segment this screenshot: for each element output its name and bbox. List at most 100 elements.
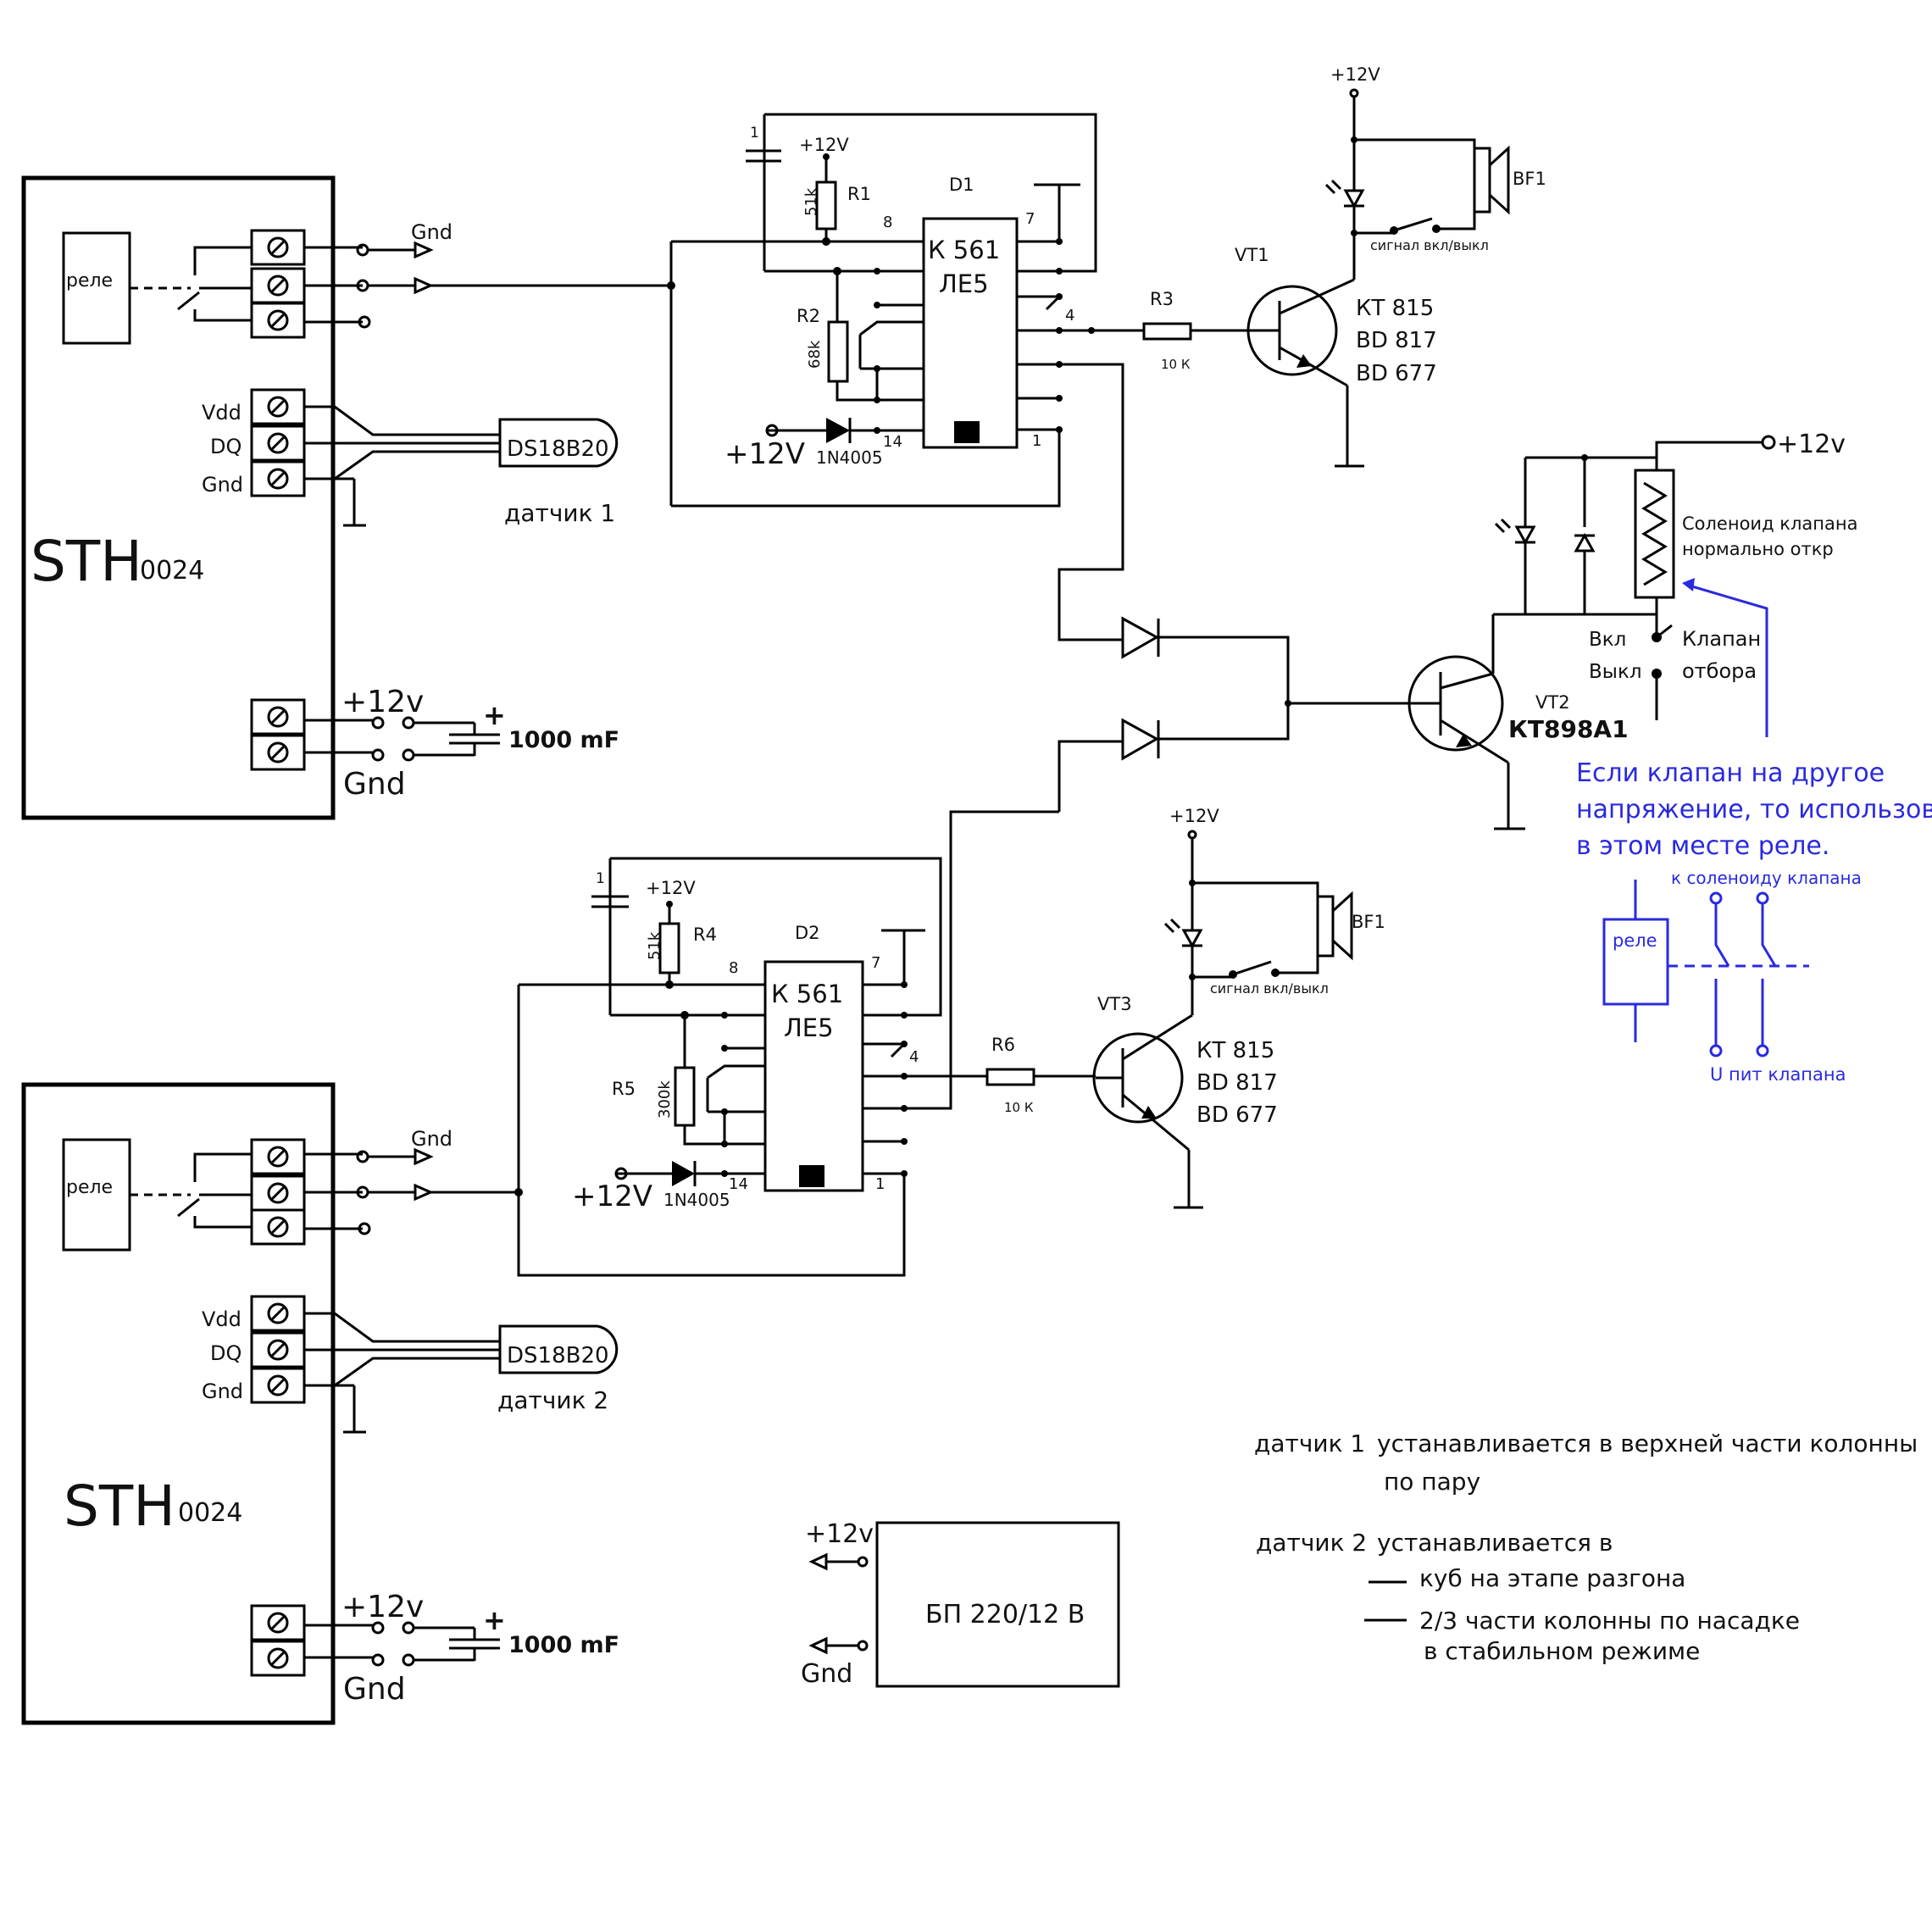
sensor-label-2: датчик 2: [497, 1386, 608, 1414]
d1-supply: +12V: [724, 437, 805, 471]
power-plus-bottom: +12v: [341, 1590, 424, 1624]
pin-gnd-top: Gnd: [202, 473, 243, 497]
pin-vdd-bottom: Vdd: [202, 1307, 242, 1331]
notes-s1-text2: по пару: [1384, 1468, 1480, 1496]
valve-coil2: нормально откр: [1682, 539, 1834, 559]
pin-dq-top: DQ: [210, 435, 242, 458]
vt1-type2: BD 817: [1356, 328, 1437, 353]
d2-line1: К 561: [771, 980, 843, 1008]
power-gnd-bottom: Gnd: [343, 1672, 406, 1707]
note-to-coil: к соленоиду клапана: [1671, 868, 1862, 888]
diode-or: [1058, 616, 1407, 812]
alarm-vt1: +12V BF1 сигнал вкл/выкл VT1 КТ 815 BD 8…: [1235, 64, 1546, 468]
vt3-label: VT3: [1097, 994, 1132, 1014]
sensor-top: DS18B20 датчик 1: [304, 405, 619, 527]
vt2-label: VT2: [1535, 692, 1570, 713]
terminal-power-b: [250, 1604, 306, 1641]
psu-gnd: Gnd: [801, 1659, 852, 1689]
vt3-vcc: +12V: [1169, 806, 1219, 826]
cap-plus-top: +: [483, 699, 506, 731]
bf1-label-top: BF1: [1513, 169, 1546, 189]
d2-cap-num: 1: [596, 870, 605, 887]
vt3-type3: BD 677: [1196, 1102, 1278, 1128]
terminal-power-gnd-b: [250, 1640, 306, 1677]
notes-s2-text: устанавливается в: [1377, 1529, 1613, 1557]
sensor-label-1: датчик 1: [504, 499, 615, 527]
r3-label: R3: [1150, 289, 1174, 309]
valve-sw2: отбора: [1682, 659, 1757, 683]
r6-value: 10 К: [1004, 1100, 1034, 1115]
terminal-nc: [250, 302, 306, 339]
sth-module-top: реле Vdd DQ Gnd STH 0024: [21, 175, 336, 820]
vt1-type1: КТ 815: [1356, 296, 1434, 321]
terminal-vdd-b: [250, 1295, 306, 1332]
gnd-label-top: Gnd: [411, 220, 452, 244]
d2-supply: +12V: [572, 1180, 652, 1213]
vt1-type3: BD 677: [1356, 361, 1437, 386]
terminal-nc-b: [250, 1208, 306, 1246]
d1-vcc: +12V: [799, 135, 849, 155]
d1-pin14: 14: [883, 433, 902, 451]
note-line3: в этом месте реле.: [1576, 831, 1829, 861]
cap-value-bottom: 1000 mF: [508, 1632, 619, 1658]
terminal-com-b: [250, 1174, 306, 1212]
d2-name: D2: [795, 923, 820, 943]
notes-s1-name: датчик 1: [1254, 1430, 1365, 1457]
d1-pin1: 1: [1032, 432, 1041, 450]
d1-line1: К 561: [928, 236, 1000, 264]
logic-d2: К 561 ЛЕ5 D2 8 7 4 14 1 1 +12V 51k R4 30…: [514, 810, 1096, 1277]
note-line2: напряжение, то использовать: [1576, 795, 1932, 824]
cap-value-top: 1000 mF: [508, 727, 619, 753]
vt1-vcc: +12V: [1330, 64, 1380, 85]
psu-plus: +12v: [805, 1519, 874, 1549]
d2-vcc: +12V: [646, 878, 696, 898]
terminal-power: [250, 698, 306, 736]
notes-b2b: в стабильном режиме: [1424, 1637, 1700, 1665]
terminal-dq-b: [250, 1331, 306, 1368]
module-name-top: STH: [31, 529, 142, 594]
module-sub-bottom: 0024: [178, 1498, 242, 1528]
power-plus-top: +12v: [341, 685, 424, 719]
r1-value: 51k: [802, 187, 820, 216]
alarm-vt3: +12V BF1 сигнал вкл/выкл VT3 КТ 815 BD 8…: [1092, 806, 1385, 1209]
r4-label: R4: [693, 924, 717, 945]
notes-b1: куб на этапе разгона: [1419, 1564, 1685, 1592]
r3-value: 10 К: [1161, 357, 1191, 372]
d2-pin4: 4: [909, 1048, 919, 1066]
d1-pin7: 7: [1025, 210, 1035, 228]
sth-module-bottom: реле Vdd DQ Gnd STH 0024: [21, 1082, 336, 1725]
vt3-type1: КТ 815: [1196, 1038, 1274, 1063]
terminal-dq: [250, 425, 306, 462]
d2-pin14: 14: [729, 1175, 748, 1193]
r2-value: 68k: [806, 340, 824, 369]
d1-cap-num: 1: [750, 125, 759, 142]
relay-outputs-top: Gnd: [304, 220, 671, 329]
psu-label: БП 220/12 В: [925, 1600, 1085, 1629]
sensor-bottom: DS18B20 датчик 2: [304, 1312, 619, 1434]
terminal-no-b: [250, 1138, 306, 1175]
vt1-label: VT1: [1235, 245, 1269, 265]
logic-d1: К 561 ЛЕ5 D1 8 7 4 14 1 1 +12V 51k R1 68…: [667, 113, 1250, 641]
d2-pin8: 8: [729, 959, 738, 977]
bf1-label-bottom: BF1: [1352, 912, 1385, 932]
valve-off: Выкл: [1589, 661, 1642, 683]
terminal-vdd: [250, 388, 306, 425]
pin-vdd-top: Vdd: [202, 401, 242, 425]
relay-label-bottom: реле: [66, 1177, 113, 1198]
r6-label: R6: [991, 1035, 1015, 1055]
power-input-bottom: +12v Gnd + 1000 mF: [304, 1590, 619, 1707]
relay-note: Если клапан на другое напряжение, то исп…: [1576, 578, 1932, 1085]
installation-notes: датчик 1 устанавливается в верхней части…: [1254, 1430, 1918, 1665]
relay-label-top: реле: [66, 270, 113, 291]
terminal-gnd-b: [250, 1367, 306, 1404]
power-input-top: +12v Gnd + 1000 mF: [304, 685, 619, 802]
sensor-chip-bottom: DS18B20: [507, 1343, 609, 1368]
r1-label: R1: [847, 184, 871, 204]
d1-line2: ЛЕ5: [939, 269, 989, 298]
relay-outputs-bottom: Gnd: [304, 1127, 519, 1235]
module-sub-top: 0024: [140, 556, 204, 586]
vt2-type: КТ898А1: [1508, 715, 1629, 743]
r5-label: R5: [612, 1079, 636, 1099]
module-name-bottom: STH: [64, 1474, 175, 1539]
